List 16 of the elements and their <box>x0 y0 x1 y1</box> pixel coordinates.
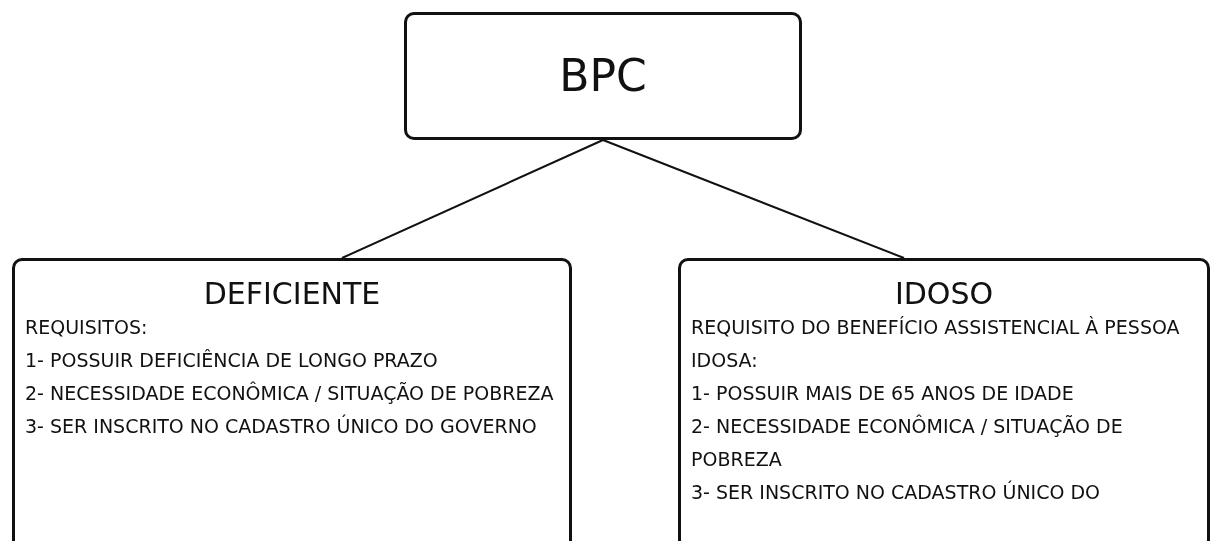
requirement-text: REQUISITO DO BENEFÍCIO ASSISTENCIAL À PESSOA IDOSA: <box>690 315 1181 373</box>
requirement-text: 3- SER INSCRITO NO CADASTRO ÚNICO DO GOVERNO <box>24 413 538 439</box>
requirement-text: 2- NECESSIDADE ECONÔMICA / SITUAÇÃO DE POBREZA <box>690 413 1124 472</box>
heading: DEFICIENTE <box>202 277 382 311</box>
connector-line <box>602 139 905 259</box>
requirement-text: 1- POSSUIR MAIS DE 65 ANOS DE IDADE <box>690 381 1075 406</box>
heading: BPC <box>559 51 647 101</box>
heading: IDOSO <box>893 277 995 311</box>
requirement-text: 3- SER INSCRITO NO CADASTRO ÚNICO DO <box>690 479 1102 505</box>
category-box <box>12 258 572 541</box>
requirement-text: 2- NECESSIDADE ECONÔMICA / SITUAÇÃO DE POBREZA <box>24 380 555 406</box>
requirement-text: 1- POSSUIR DEFICIÊNCIA DE LONGO PRAZO <box>24 348 439 373</box>
title-box <box>404 12 802 140</box>
category-box <box>678 258 1210 541</box>
requirement-text: REQUISITOS: <box>24 315 149 340</box>
connector-line <box>341 139 604 259</box>
